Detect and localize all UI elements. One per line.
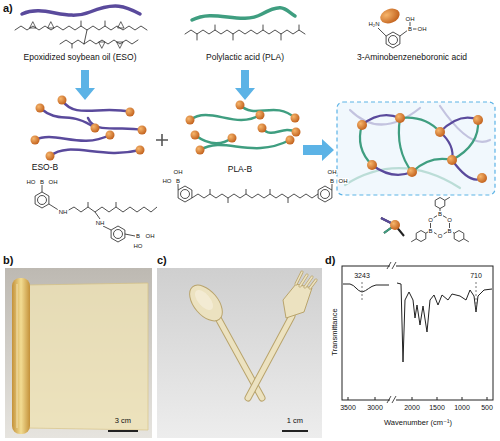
axis-tick: 2000 bbox=[404, 404, 420, 412]
atom-label: H₂N bbox=[368, 21, 381, 27]
scale-label: 3 cm bbox=[115, 417, 131, 426]
atom-label: HO bbox=[162, 178, 173, 184]
film-photo bbox=[5, 268, 152, 438]
atom-label: OH bbox=[145, 233, 156, 239]
axis-title: Transmittance bbox=[331, 308, 340, 355]
atom-label: HO bbox=[133, 243, 144, 249]
atom-label: B bbox=[135, 233, 141, 239]
compound-name: Polylactic acid (PLA) bbox=[206, 53, 284, 63]
plus-sign bbox=[156, 134, 168, 146]
eso-illustration bbox=[15, 6, 147, 48]
atom-label: O bbox=[427, 217, 434, 223]
crosslinked-network bbox=[337, 102, 495, 195]
axis-tick: 500 bbox=[481, 404, 493, 412]
atom-label: B bbox=[175, 178, 181, 184]
atom-label: HO bbox=[26, 179, 37, 185]
pla-b-structure bbox=[178, 184, 332, 203]
atom-label: B bbox=[437, 211, 443, 217]
compound-name: Epoxidized soybean oil (ESO) bbox=[24, 53, 137, 63]
eso-b-cartoon bbox=[31, 96, 147, 161]
atom-label: O bbox=[437, 233, 444, 239]
atom-label: OH bbox=[48, 179, 59, 185]
atom-label: B bbox=[446, 228, 452, 234]
atom-label: OH bbox=[417, 26, 428, 32]
compound-name: PLA-B bbox=[228, 165, 253, 175]
eso-b-structure bbox=[35, 185, 157, 242]
cutlery-photo bbox=[157, 268, 322, 438]
pla-illustration bbox=[185, 8, 305, 40]
atom-label: NH bbox=[95, 220, 106, 226]
peak-label: 3243 bbox=[354, 272, 370, 280]
atom-label: O bbox=[446, 217, 453, 223]
pla-b-cartoon bbox=[186, 101, 301, 155]
axis-tick: 1000 bbox=[454, 404, 470, 412]
panel-label: d) bbox=[325, 254, 335, 267]
atom-label: OH bbox=[327, 169, 338, 175]
axis-tick: 1500 bbox=[429, 404, 445, 412]
atom-label: B bbox=[407, 26, 413, 32]
peak-label: 710 bbox=[470, 272, 482, 280]
boronic-acid-illustration bbox=[378, 6, 419, 48]
scale-label: 1 cm bbox=[287, 417, 303, 426]
ftir-plot bbox=[342, 262, 493, 403]
atom-label: B bbox=[329, 178, 335, 184]
atom-label: OH bbox=[338, 178, 349, 184]
panel-label: b) bbox=[3, 254, 13, 267]
atom-label: B bbox=[427, 228, 433, 234]
axis-tick: 3000 bbox=[367, 404, 383, 412]
panel-label: a) bbox=[3, 2, 13, 15]
atom-label: OH bbox=[173, 169, 184, 175]
atom-label: B bbox=[39, 179, 45, 185]
process-arrows bbox=[75, 70, 334, 161]
boroxine-structure bbox=[381, 197, 469, 242]
atom-label: NH bbox=[58, 209, 69, 215]
compound-name: ESO-B bbox=[32, 163, 58, 173]
panel-label: c) bbox=[157, 254, 167, 267]
atom-label: OH bbox=[405, 16, 416, 22]
axis-tick: 3500 bbox=[340, 404, 356, 412]
axis-title: Wavenumber (cm⁻¹) bbox=[384, 419, 452, 428]
compound-name: 3-Aminobenzeneboronic acid bbox=[357, 53, 467, 63]
